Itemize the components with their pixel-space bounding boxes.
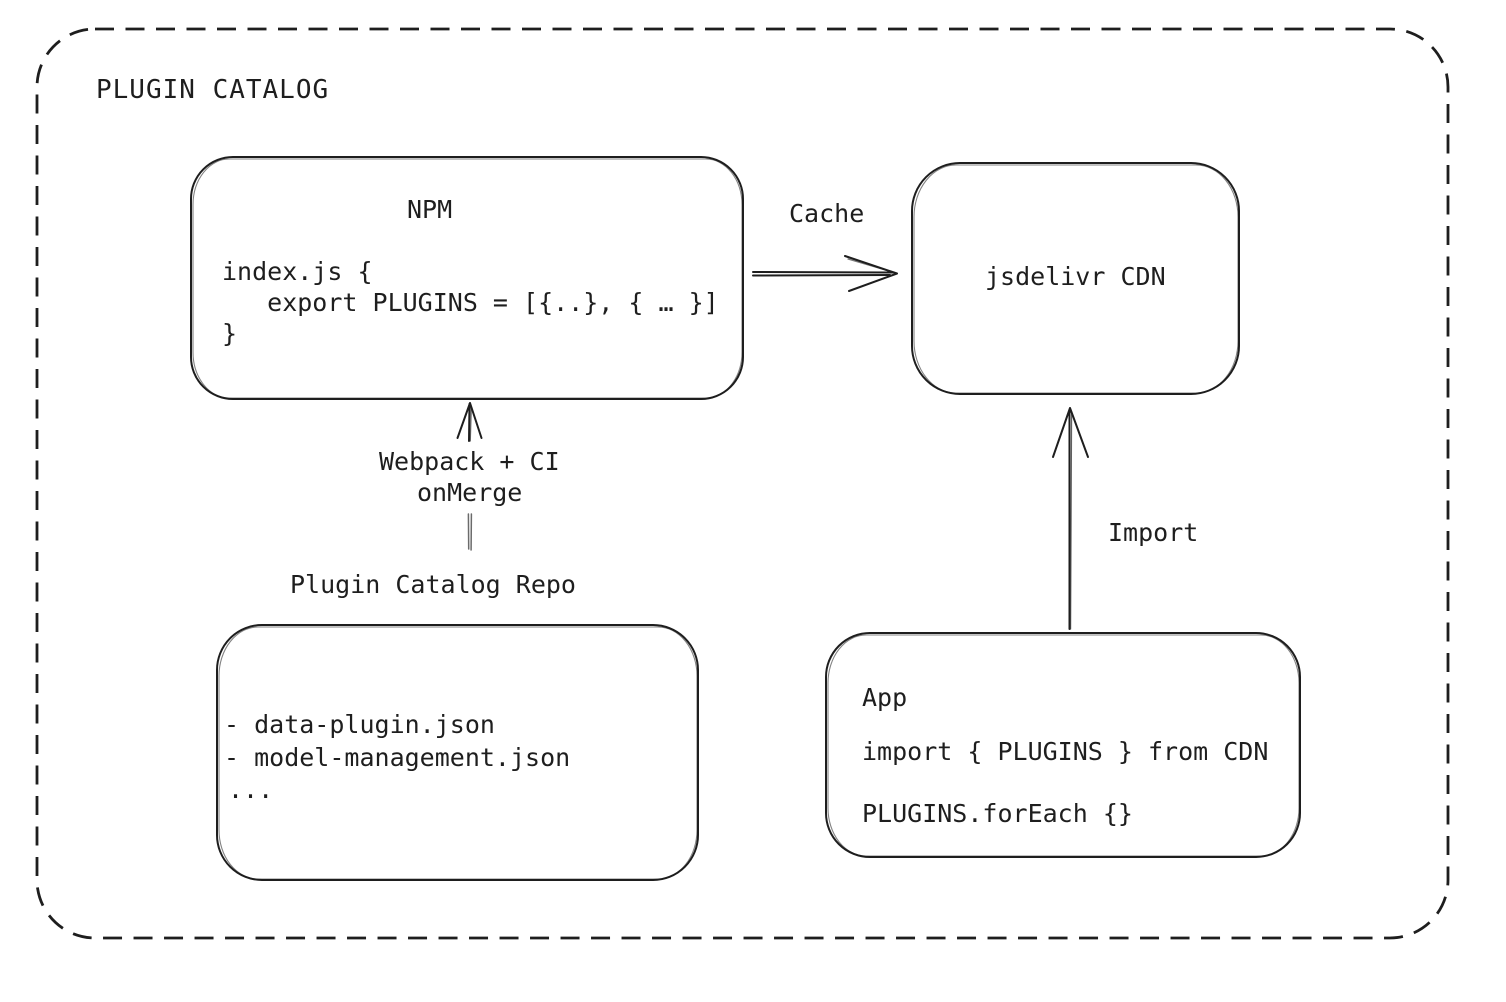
- npm-box-title: NPM: [407, 195, 453, 224]
- npm-code-line-3: }: [222, 319, 238, 348]
- app-code-line-2: PLUGINS.forEach {}: [862, 799, 1133, 828]
- build-connector-segment: [467, 513, 473, 551]
- build-arrow-label-line-1: Webpack + CI: [379, 447, 560, 476]
- import-arrow: [1052, 407, 1089, 630]
- repo-box-title: Plugin Catalog Repo: [290, 570, 576, 599]
- repo-file-line-3: ...: [228, 775, 274, 804]
- npm-code-line-1: index.js {: [222, 257, 373, 286]
- npm-code-line-2: export PLUGINS = [{..}, { … }]: [222, 288, 719, 317]
- app-box: [825, 632, 1301, 858]
- repo-box: [216, 624, 699, 881]
- repo-file-line-1: - data-plugin.json: [224, 710, 495, 739]
- cdn-box-title: jsdelivr CDN: [985, 262, 1166, 291]
- cdn-box: [911, 162, 1240, 395]
- build-arrow-label-line-2: onMerge: [417, 478, 523, 507]
- cache-arrow-label: Cache: [789, 199, 865, 228]
- app-code-line-1: import { PLUGINS } from CDN: [862, 737, 1269, 766]
- cache-arrow: [752, 255, 898, 292]
- catalog-title: PLUGIN CATALOG: [96, 75, 330, 105]
- npm-box: [190, 156, 744, 400]
- repo-file-line-2: - model-management.json: [224, 743, 571, 772]
- import-arrow-label: Import: [1108, 518, 1199, 547]
- catalog-boundary-box: [35, 27, 1450, 940]
- build-arrow: [456, 402, 483, 442]
- app-box-title: App: [862, 683, 908, 712]
